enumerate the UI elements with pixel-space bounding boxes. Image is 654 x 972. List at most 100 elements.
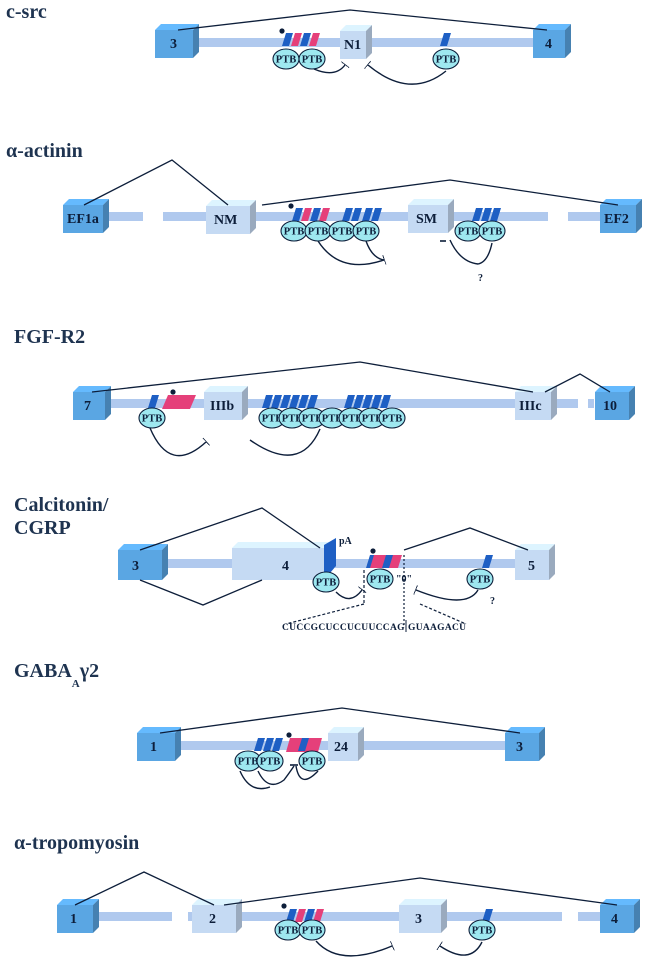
ptb-protein: PTB (454, 220, 482, 242)
exon-label: 1 (70, 912, 77, 927)
ptb-label: PTB (284, 227, 304, 238)
exon-label: 2 (209, 912, 216, 927)
exon-box (204, 386, 248, 420)
exon-label: 5 (528, 559, 535, 574)
panel-alpha-tropomyosin: 1 2 3 4 PTB PTB PTB (57, 871, 640, 957)
dashed-guide (419, 603, 467, 625)
ptb-binding-site (344, 395, 355, 408)
exon-label: 24 (334, 740, 348, 755)
intron (160, 559, 238, 568)
ptb-binding-site (481, 208, 492, 221)
panel-title-gaba-a-gamma2: GABAAγ2 (14, 660, 99, 691)
exon-box (155, 24, 199, 58)
ptb-binding-site (292, 208, 303, 221)
panel-title-alpha-tropomyosin: α-tropomyosin (14, 832, 140, 854)
ptb-binding-site (262, 395, 273, 408)
ptb-binding-site (304, 909, 315, 922)
exon-label: 1 (150, 740, 157, 755)
ptb-binding-site (490, 208, 501, 221)
exon-label: N1 (344, 38, 361, 53)
ptb-label: PTB (302, 757, 322, 768)
intron (448, 212, 608, 221)
ptb-binding-site (282, 33, 293, 46)
repression-arrow (239, 770, 271, 790)
bullet-mark (170, 389, 176, 395)
exon-box (595, 386, 635, 420)
intron-break (562, 911, 578, 923)
panel-title-fgf-r2: FGF-R2 (14, 326, 86, 348)
splice-line (91, 361, 534, 393)
question-mark: ? (490, 596, 495, 607)
ptb-protein: PTB (318, 407, 346, 429)
ptb-binding-site (291, 33, 302, 46)
splice-line (223, 877, 618, 906)
exon-label: 3 (415, 912, 422, 927)
ptb-label: PTB (238, 757, 258, 768)
repression-arrow (317, 240, 384, 266)
exon-label: NM (214, 213, 237, 228)
splice-line (74, 871, 215, 906)
splice-line (261, 179, 619, 206)
ptb-binding-site (295, 909, 306, 922)
title-line-1: Calcitonin/ (14, 494, 109, 516)
ptb-label: PTB (332, 227, 352, 238)
ptb-protein: PTB (466, 568, 494, 590)
ptb-protein: PTB (366, 568, 394, 590)
panel-title-alpha-actinin: α-actinin (6, 140, 83, 162)
ptb-binding-site (309, 33, 320, 46)
exon-label: 7 (84, 399, 91, 414)
ptb-protein: PTB (138, 407, 166, 429)
exon-box (515, 544, 555, 580)
ptb-binding-site (307, 395, 318, 408)
ptb-label: PTB (342, 414, 362, 425)
ptb-binding-site (271, 395, 282, 408)
ptb-protein: PTB (256, 750, 284, 772)
ptb-binding-site (353, 395, 364, 408)
exon-box (118, 544, 168, 580)
exon-box (63, 199, 109, 233)
exon-box (192, 899, 242, 933)
exon-n1: N1 (340, 25, 372, 59)
exon-nm: NM (206, 200, 256, 234)
ptb-label: PTB (302, 414, 322, 425)
ptb-label: PTB (260, 757, 280, 768)
exon-label: 3 (132, 559, 139, 574)
ptb-binding-site (286, 909, 297, 922)
dashed-guide (285, 603, 365, 625)
exon-box (206, 200, 256, 234)
panel-title-calcitonin-cgrp: Calcitonin/ CGRP (14, 494, 108, 540)
ptb-protein: PTB (378, 407, 406, 429)
bullet-mark (370, 548, 376, 554)
sequence-right: GUAAGACU (408, 623, 466, 633)
ptb-binding-site (310, 208, 321, 221)
ptb-label: PTB (470, 575, 490, 586)
bullet-mark (279, 28, 285, 34)
title-gaba-subscript: A (71, 678, 80, 690)
ptb-binding-site (440, 33, 451, 46)
intron (548, 399, 594, 408)
ptb-label: PTB (262, 414, 282, 425)
ptb-binding-site (472, 208, 483, 221)
repression-arrow (257, 765, 295, 786)
introns (172, 741, 506, 750)
exon-label: 4 (545, 37, 552, 52)
ptb-protein: PTB (298, 750, 326, 772)
exon-label: EF2 (604, 212, 629, 227)
exon-3: 3 (118, 544, 168, 580)
sequence-left: CUCCGCUCCUCUUCCAG (282, 623, 405, 633)
ptb-binding-site (148, 395, 159, 408)
intron (335, 559, 515, 568)
ptb-sites (282, 33, 451, 46)
ptb-binding-site (272, 738, 283, 751)
ptb-label: PTB (278, 926, 298, 937)
exon-3: 3 (399, 899, 447, 933)
splice-line (139, 579, 263, 606)
bullet-mark (288, 203, 294, 209)
exon-box (340, 25, 372, 59)
exon-box (399, 899, 447, 933)
ptb-label: PTB (322, 414, 342, 425)
ptb-binding-site (298, 738, 309, 751)
bullet-mark (286, 732, 292, 738)
ptb-protein: PTB (304, 220, 332, 242)
exon-label: 3 (170, 37, 177, 52)
